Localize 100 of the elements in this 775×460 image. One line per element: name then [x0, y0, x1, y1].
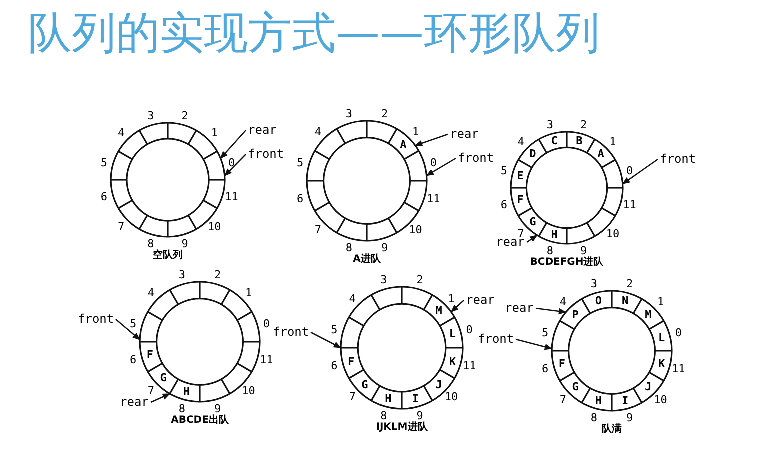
cell-letter: F [146, 350, 154, 361]
pointer-arrow [426, 158, 456, 176]
index-number: 0 [466, 324, 473, 336]
index-number: 3 [178, 270, 186, 281]
cell-letter: F [517, 194, 524, 206]
index-number: 4 [314, 126, 322, 138]
index-number: 10 [606, 228, 620, 240]
index-number: 1 [610, 136, 616, 148]
cell-letter: G [572, 382, 579, 393]
index-number: 1 [412, 126, 420, 138]
cell-letter: G [362, 380, 368, 391]
cell-letter: N [622, 296, 629, 307]
cell-letter: I [622, 395, 629, 406]
pointer-arrow [536, 308, 567, 315]
index-number: 0 [626, 166, 634, 177]
title: 队列的实现方式——环形队列 [28, 7, 600, 61]
index-number: 3 [148, 110, 154, 122]
index-number: 9 [626, 412, 634, 424]
cell-letter: C [551, 136, 558, 147]
index-number: 7 [560, 394, 567, 406]
index-number: 10 [242, 385, 256, 396]
ring-caption: 空队列 [153, 248, 183, 262]
cell-letter: J [645, 382, 652, 393]
pointer-label: front [248, 148, 284, 162]
pointer-arrow [220, 130, 246, 160]
index-number: 6 [297, 193, 304, 204]
pointer-arrow [622, 158, 658, 185]
index-number: 9 [214, 403, 222, 414]
index-number: 6 [331, 360, 338, 372]
index-number: 11 [427, 193, 440, 204]
index-number: 0 [675, 328, 682, 339]
pointer-label: rear [120, 396, 149, 410]
index-number: 0 [263, 318, 270, 330]
index-number: 5 [542, 328, 549, 339]
cell-letter: G [530, 216, 536, 228]
pointer-label: rear [466, 294, 495, 308]
cell-letter: H [551, 229, 558, 240]
index-number: 4 [349, 293, 356, 304]
index-number: 6 [542, 363, 549, 374]
cell-letter: E [517, 170, 524, 182]
index-number: 9 [382, 242, 388, 254]
pointer-arrow [414, 134, 448, 146]
index-number: 7 [148, 385, 155, 396]
index-number: 10 [208, 221, 222, 232]
cell-letter: F [348, 356, 355, 368]
pointer-arrow [450, 300, 464, 313]
index-number: 2 [182, 110, 188, 122]
index-number: 7 [118, 221, 125, 232]
pointer-arrow [516, 338, 553, 350]
pointer-label: front [660, 153, 696, 166]
index-number: 2 [382, 108, 388, 120]
index-number: 1 [245, 288, 252, 299]
cell-letter: H [595, 395, 602, 406]
cell-letter: M [645, 309, 652, 320]
cell-letter: I [412, 393, 419, 404]
index-number: 8 [380, 410, 388, 422]
index-number: 7 [349, 392, 356, 403]
cell-letter: F [558, 358, 566, 370]
cell-letter: L [449, 328, 456, 340]
index-number: 10 [654, 394, 668, 406]
ring-caption: IJKLM进队 [376, 420, 428, 434]
index-number: 10 [444, 392, 458, 403]
index-number: 3 [546, 120, 554, 131]
index-number: 9 [182, 238, 188, 250]
cell-letter: A [598, 148, 604, 160]
cell-letter: D [530, 148, 536, 160]
index-number: 4 [560, 296, 567, 308]
cell-letter: P [572, 309, 579, 320]
index-number: 6 [500, 199, 508, 210]
index-number: 5 [130, 318, 137, 330]
index-number: 0 [228, 157, 236, 168]
cell-letter: G [160, 372, 167, 384]
index-number: 2 [214, 270, 222, 281]
index-number: 1 [211, 128, 218, 139]
index-number: 5 [100, 157, 108, 168]
pointer-label: rear [505, 302, 534, 316]
cell-letter: A [400, 139, 407, 150]
cell-letter: H [183, 386, 190, 398]
cell-letter: K [658, 358, 666, 370]
index-number: 11 [260, 354, 274, 366]
index-number: 11 [462, 360, 476, 372]
pointer-label: front [78, 313, 114, 326]
index-number: 4 [118, 128, 125, 139]
index-number: 6 [130, 354, 137, 366]
index-number: 8 [546, 245, 554, 256]
index-number: 3 [590, 278, 598, 290]
ring-caption: A进队 [353, 252, 381, 266]
cell-letter: O [595, 296, 602, 307]
cell-letter: H [385, 393, 392, 404]
index-number: 5 [331, 324, 338, 336]
index-number: 2 [580, 120, 588, 131]
index-number: 2 [626, 278, 634, 290]
index-number: 3 [380, 274, 388, 286]
index-number: 8 [346, 242, 352, 254]
pointer-label: front [273, 326, 310, 340]
index-number: 9 [416, 410, 424, 422]
pointer-arrow [224, 154, 246, 177]
index-number: 1 [448, 293, 455, 304]
index-number: 8 [178, 403, 186, 414]
index-number: 10 [409, 224, 422, 236]
